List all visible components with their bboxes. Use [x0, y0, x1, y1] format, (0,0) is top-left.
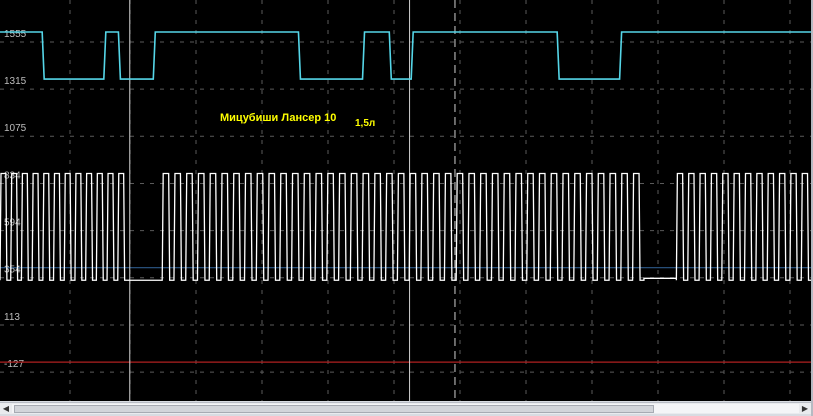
chart-annotation: 1,5л: [355, 118, 375, 129]
chart-title: Мицубиши Лансер 10: [220, 112, 336, 124]
y-tick-label: 1315: [4, 76, 27, 87]
y-tick-label: 594: [4, 218, 21, 229]
scrollbar-thumb[interactable]: [14, 405, 654, 413]
scroll-left-arrow-icon[interactable]: ◀: [2, 404, 10, 413]
oscilloscope-plot: 1555 1315 1075 834 594 354 113 -127 Мицубиши Лан…: [0, 0, 811, 401]
y-tick-label: 1555: [4, 29, 27, 40]
y-tick-label: 354: [4, 265, 21, 276]
plot-background: [0, 0, 811, 401]
right-edge-border: [811, 0, 813, 416]
y-tick-label: 113: [4, 312, 20, 323]
scroll-right-arrow-icon[interactable]: ▶: [801, 404, 809, 413]
y-tick-label: 1075: [4, 123, 27, 134]
y-tick-label: -127: [4, 359, 24, 370]
series-top-signal: [0, 31, 811, 80]
series-bottom-signal: [0, 172, 811, 281]
y-tick-label: 834: [4, 170, 21, 181]
horizontal-scrollbar[interactable]: ◀ ▶: [0, 402, 811, 414]
